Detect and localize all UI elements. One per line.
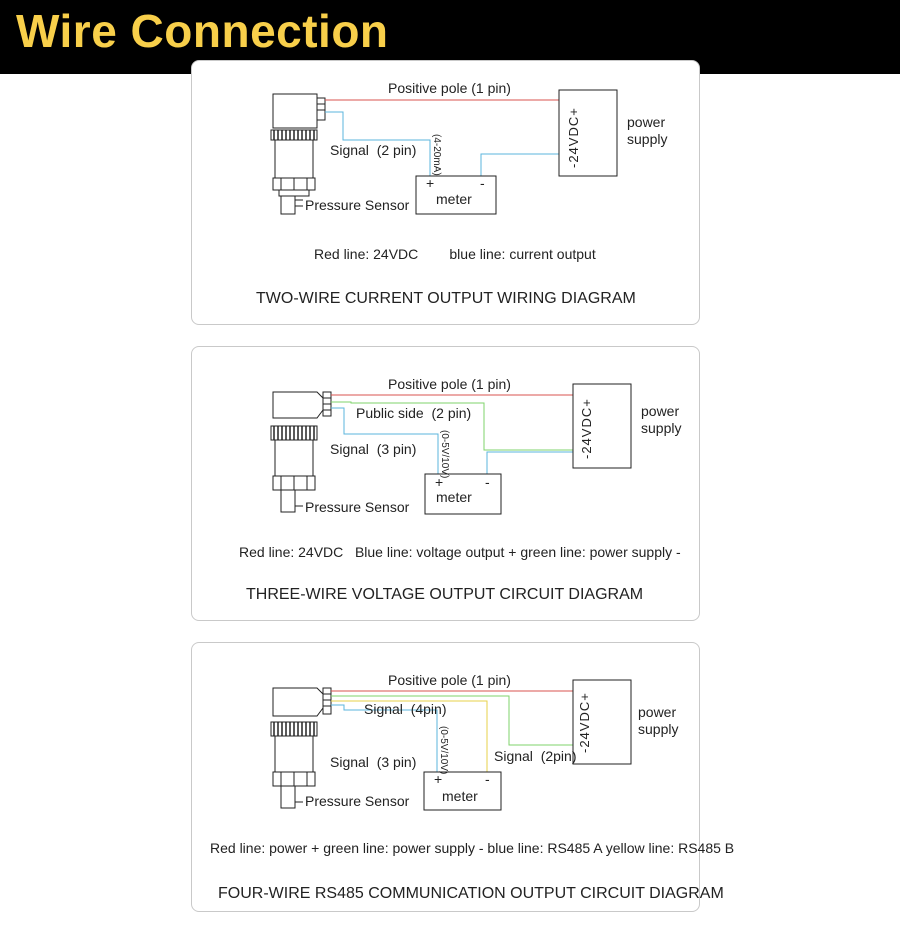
meter-box	[423, 771, 502, 811]
blue-wire-signal	[325, 111, 431, 176]
power-label-line2: supply	[641, 420, 681, 436]
yellow-wire	[331, 700, 488, 772]
signal-label: Signal (3 pin)	[330, 441, 416, 457]
public-side-label: Public side (2 pin)	[356, 405, 471, 421]
blue-wire-return	[486, 451, 573, 474]
diagram-title: TWO-WIRE CURRENT OUTPUT WIRING DIAGRAM	[256, 290, 636, 307]
power-voltage-label: -24VDC+	[577, 692, 592, 753]
signal-4pin-label: Signal (4pin)	[364, 701, 447, 717]
three-wire-diagram-panel: + - meter -24VDC+ power supply Positive …	[191, 346, 700, 621]
voltage-range-label: (0-5V/10V)	[439, 430, 450, 478]
meter-label: meter	[436, 489, 472, 505]
power-label-line1: power	[641, 403, 679, 419]
three-wire-diagram: + - meter -24VDC+ power supply Positive …	[239, 376, 681, 603]
power-supply-box	[558, 89, 618, 177]
meter-label: meter	[442, 788, 478, 804]
power-supply-box	[572, 383, 632, 469]
signal-label: Signal (2 pin)	[330, 142, 416, 158]
blue-wire-signal	[331, 407, 439, 474]
positive-pole-label: Positive pole (1 pin)	[388, 672, 511, 688]
four-wire-diagram-panel: + - meter -24VDC+ power supply Positive …	[191, 642, 734, 912]
meter-plus: +	[434, 771, 442, 787]
positive-pole-label: Positive pole (1 pin)	[388, 80, 511, 96]
sensor-label: Pressure Sensor	[305, 197, 410, 213]
voltage-range-label: (0-5V/10V)	[438, 726, 449, 774]
diagram-title: THREE-WIRE VOLTAGE OUTPUT CIRCUIT DIAGRA…	[246, 586, 643, 603]
meter-box	[424, 473, 502, 515]
power-supply-box	[572, 679, 632, 765]
meter-plus: +	[435, 474, 443, 490]
power-voltage-label: -24VDC+	[566, 107, 581, 168]
blue-wire	[331, 704, 438, 772]
diagram-title: FOUR-WIRE RS485 COMMUNICATION OUTPUT CIR…	[218, 885, 724, 902]
sensor-label: Pressure Sensor	[305, 499, 410, 515]
power-label-line2: supply	[627, 131, 667, 147]
pressure-sensor-icon	[270, 391, 332, 513]
signal-3pin-label: Signal (3 pin)	[330, 754, 416, 770]
meter-plus: +	[426, 175, 434, 191]
power-voltage-label: -24VDC+	[579, 398, 594, 459]
two-wire-diagram-panel: + - meter -24VDC+ power supply Positive …	[191, 60, 700, 325]
green-wire	[331, 401, 573, 451]
current-range-label: (4-20mA)	[431, 134, 442, 176]
power-label-line1: power	[627, 114, 665, 130]
blue-wire-return	[480, 153, 559, 176]
meter-minus: -	[485, 771, 490, 787]
sensor-label: Pressure Sensor	[305, 793, 410, 809]
two-wire-diagram: + - meter -24VDC+ power supply Positive …	[256, 80, 667, 307]
page-title: Wire Connection	[16, 5, 389, 57]
meter-minus: -	[485, 474, 490, 490]
power-label-line1: power	[638, 704, 676, 720]
meter-minus: -	[480, 175, 485, 191]
signal-2pin-label: Signal (2pin)	[494, 748, 577, 764]
legend-text: Red line: 24VDC Blue line: voltage outpu…	[239, 544, 681, 560]
red-wire	[325, 99, 560, 102]
four-wire-diagram: + - meter -24VDC+ power supply Positive …	[210, 672, 734, 902]
meter-label: meter	[436, 191, 472, 207]
legend-text: Red line: 24VDC blue line: current outpu…	[314, 246, 596, 262]
meter-box	[415, 175, 497, 215]
legend-text: Red line: power + green line: power supp…	[210, 840, 734, 856]
green-wire	[331, 695, 573, 746]
pressure-sensor-icon	[270, 687, 332, 809]
power-label-line2: supply	[638, 721, 678, 737]
positive-pole-label: Positive pole (1 pin)	[388, 376, 511, 392]
pressure-sensor-icon	[270, 93, 326, 215]
